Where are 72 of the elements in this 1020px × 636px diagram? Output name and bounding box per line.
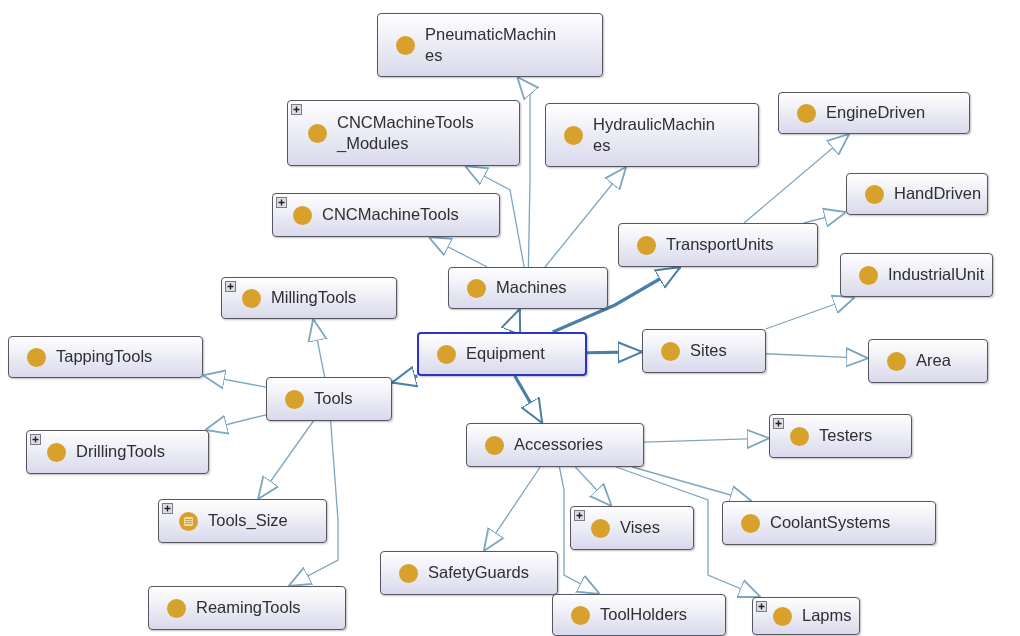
class-box bbox=[148, 586, 346, 630]
subclass-arrow bbox=[204, 414, 267, 435]
class-box bbox=[158, 499, 327, 543]
class-name: MillingTools bbox=[271, 287, 357, 309]
selected-class-box bbox=[417, 332, 587, 376]
subclass-arrow bbox=[202, 369, 267, 390]
class-name: SafetyGuards bbox=[428, 562, 529, 584]
subclass-arrow bbox=[558, 466, 601, 595]
class-box bbox=[552, 594, 726, 636]
class-name: Area bbox=[916, 350, 951, 372]
class-box bbox=[287, 100, 520, 166]
class-name: Testers bbox=[819, 425, 873, 447]
class-box bbox=[272, 193, 500, 237]
class-name: Tools bbox=[314, 388, 353, 410]
class-name: Lapms bbox=[802, 605, 852, 627]
subclass-arrow bbox=[765, 347, 869, 368]
class-box bbox=[778, 92, 970, 134]
subclass-arrow bbox=[391, 365, 419, 388]
class-name: HydraulicMachines bbox=[593, 113, 716, 156]
subclass-arrow bbox=[586, 341, 643, 364]
class-box bbox=[570, 506, 694, 550]
class-name: Vises bbox=[620, 517, 661, 539]
subclass-arrow bbox=[574, 466, 613, 507]
class-name: TappingTools bbox=[56, 346, 153, 368]
class-box bbox=[846, 173, 988, 215]
subclass-arrow bbox=[287, 420, 339, 587]
subclass-arrow bbox=[482, 466, 541, 552]
class-box bbox=[752, 597, 860, 635]
subclass-arrow bbox=[427, 236, 488, 268]
subclass-arrow bbox=[615, 466, 762, 598]
class-name: Tools_Size bbox=[208, 510, 288, 532]
class-box bbox=[8, 336, 203, 378]
subclass-arrow bbox=[743, 133, 851, 224]
subclass-arrow bbox=[257, 420, 315, 500]
subclass-arrow bbox=[516, 76, 540, 268]
class-name: ToolHolders bbox=[600, 604, 688, 626]
class-box bbox=[266, 377, 392, 421]
class-box bbox=[377, 13, 603, 77]
class-box bbox=[722, 501, 936, 545]
class-name: TransportUnits bbox=[666, 234, 774, 256]
class-name: HandDriven bbox=[894, 183, 982, 205]
subclass-arrow bbox=[643, 428, 770, 450]
class-name: CNCMachineTools_Modules bbox=[337, 111, 475, 154]
subclass-arrow bbox=[552, 265, 682, 334]
class-name: CoolantSystems bbox=[770, 512, 891, 534]
class-name: PneumaticMachines bbox=[425, 23, 558, 66]
class-name: Sites bbox=[690, 340, 727, 362]
subclass-arrow bbox=[307, 318, 328, 378]
class-box bbox=[840, 253, 993, 297]
class-box bbox=[545, 103, 759, 167]
class-box bbox=[26, 430, 209, 474]
class-name: ReamingTools bbox=[196, 597, 301, 619]
class-box bbox=[868, 339, 988, 383]
class-name: Machines bbox=[496, 277, 567, 299]
class-box bbox=[769, 414, 912, 458]
subclass-arrow bbox=[803, 207, 847, 228]
class-name: EngineDriven bbox=[826, 102, 926, 124]
class-box bbox=[448, 267, 608, 309]
class-box bbox=[466, 423, 644, 467]
class-name: Equipment bbox=[466, 343, 545, 365]
subclass-arrow bbox=[464, 165, 525, 268]
class-box bbox=[221, 277, 397, 319]
class-name: DrillingTools bbox=[76, 441, 165, 463]
subclass-arrow bbox=[544, 166, 627, 268]
class-box bbox=[618, 223, 818, 267]
class-name: CNCMachineTools bbox=[322, 204, 459, 226]
class-name: Accessories bbox=[514, 434, 603, 456]
subclass-arrow bbox=[764, 294, 856, 330]
class-name: IndustrialUnit bbox=[888, 264, 985, 286]
class-box bbox=[642, 329, 766, 373]
subclass-arrow bbox=[513, 375, 544, 424]
class-box bbox=[380, 551, 558, 595]
